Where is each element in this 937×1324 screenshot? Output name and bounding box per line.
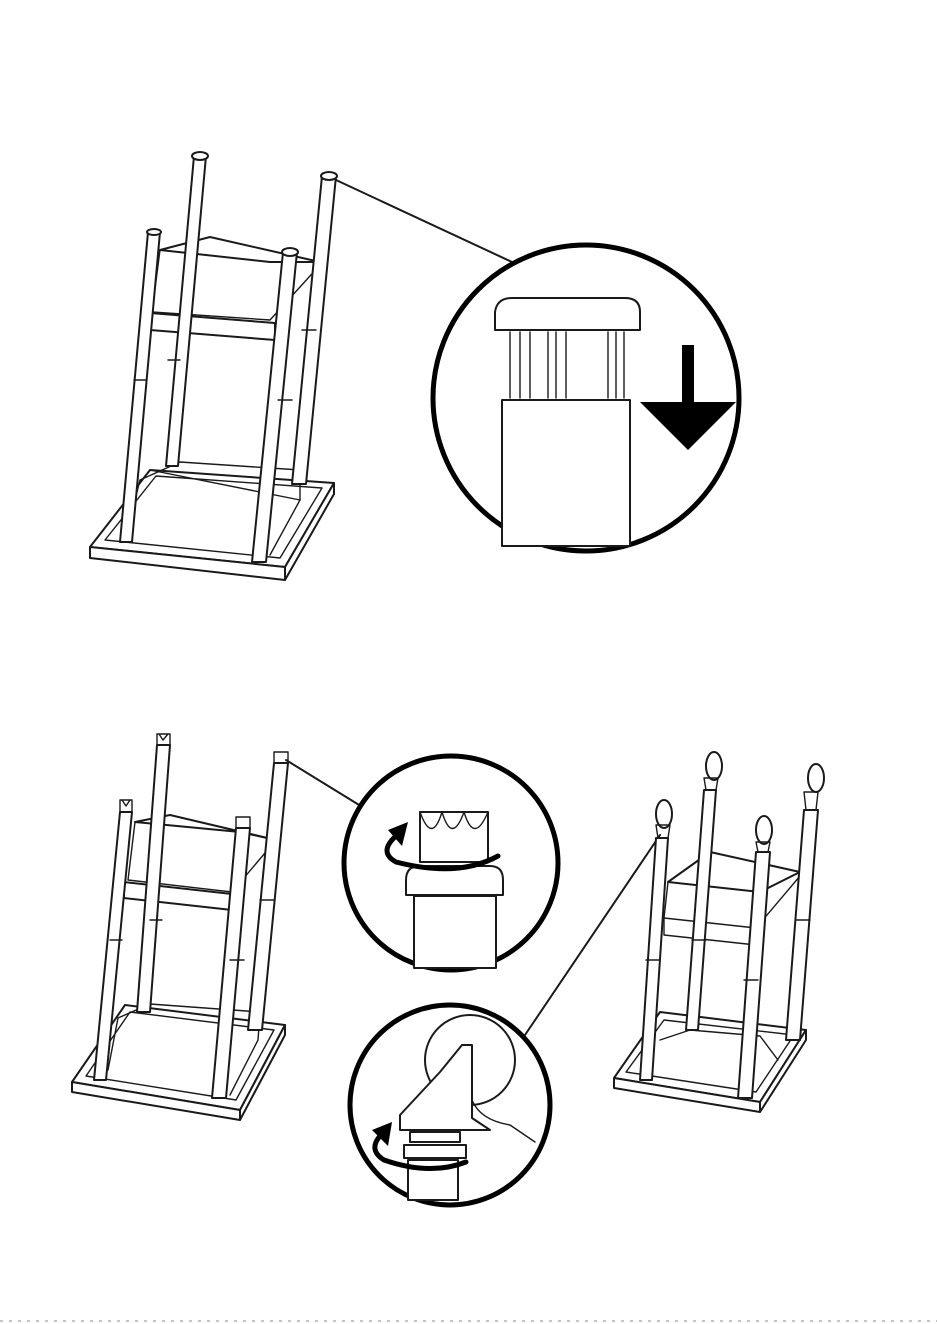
stool-leg <box>292 172 337 484</box>
caster-wheel <box>804 764 824 810</box>
callout-leader-line <box>286 760 364 808</box>
step-2-result-stool <box>614 752 824 1112</box>
step-2-stool-illustration <box>72 734 288 1120</box>
callout-leader-line <box>336 180 512 262</box>
callout-caster-wheel-detail <box>350 1005 550 1205</box>
caster-wheel <box>704 752 722 790</box>
stool-leg <box>686 790 716 1030</box>
stool-leg <box>166 152 208 466</box>
caster-wheel <box>656 800 672 838</box>
stool-leg <box>248 752 288 1030</box>
step-1-stool-illustration <box>90 152 337 580</box>
stool-leg <box>786 810 818 1040</box>
callout-caster-stem-detail <box>344 756 558 970</box>
caster-wheel <box>756 816 772 852</box>
stool-leg <box>137 734 170 1012</box>
callout-leg-cap-detail <box>433 245 739 551</box>
